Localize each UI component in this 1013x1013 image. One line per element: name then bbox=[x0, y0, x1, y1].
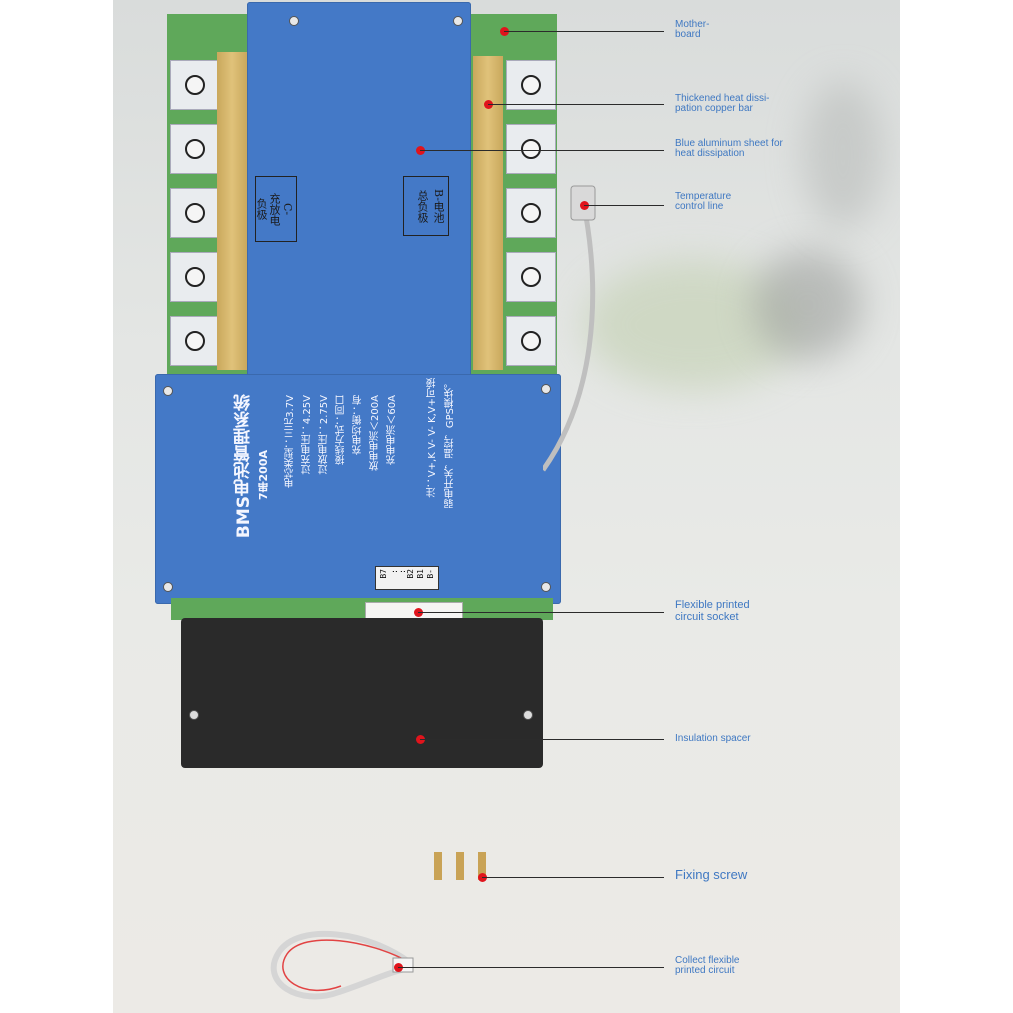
label-fixing-screw: Fixing screw bbox=[675, 867, 748, 882]
spec-line: 电芯类型：三元3.7V bbox=[285, 395, 296, 488]
spec-line: 放电电流＜200A bbox=[370, 395, 381, 471]
callout-line bbox=[398, 967, 664, 968]
label-insulation-spacer: Insulation spacer bbox=[675, 733, 751, 744]
note-line-1: 注：V+,K V- V- K,V+可接 bbox=[427, 378, 438, 498]
aluminum-sheet-lower bbox=[155, 374, 561, 604]
terminal-right-3 bbox=[506, 188, 556, 238]
terminal-left-3 bbox=[170, 188, 220, 238]
copper-bar-left bbox=[217, 52, 247, 370]
hole-icon bbox=[189, 710, 199, 720]
bms-subtitle: 7串200A bbox=[257, 450, 270, 501]
screw-icon bbox=[541, 582, 551, 592]
temperature-wire bbox=[543, 185, 596, 472]
terminal-left-4 bbox=[170, 252, 220, 302]
label-aluminum-sheet: Blue aluminum sheet for heat dissipation bbox=[675, 138, 783, 159]
spec-line: 过放电压：2.75V bbox=[319, 395, 330, 475]
left-stamp: C- 充放电 负极 bbox=[255, 176, 297, 242]
pin-label: B2 bbox=[406, 569, 415, 579]
spec-line: 接线方式：同口 bbox=[336, 395, 347, 465]
label-fpc-socket: Flexible printed circuit socket bbox=[675, 599, 750, 623]
terminal-right-4 bbox=[506, 252, 556, 302]
right-stamp: B-电池 总负极 bbox=[403, 176, 449, 236]
callout-line bbox=[504, 31, 664, 32]
callout-line bbox=[488, 104, 664, 105]
callout-line bbox=[420, 150, 664, 151]
screw-icon bbox=[541, 384, 551, 394]
terminal-left-2 bbox=[170, 124, 220, 174]
background-frame bbox=[753, 250, 863, 360]
terminal-left-5 bbox=[170, 316, 220, 366]
terminal-left-1 bbox=[170, 60, 220, 110]
bms-title: BMS电池管理系统 bbox=[234, 394, 254, 539]
label-motherboard: Mother- board bbox=[675, 19, 710, 40]
callout-line bbox=[584, 205, 664, 206]
background-frame-2 bbox=[803, 80, 883, 230]
spec-line: 过充电压：4.25V bbox=[302, 395, 313, 475]
callout-line bbox=[418, 612, 664, 613]
screw-icon bbox=[289, 16, 299, 26]
spec-line: 充电电流＜60A bbox=[387, 395, 398, 465]
terminal-right-2 bbox=[506, 124, 556, 174]
note-line-2: 弱电开关，温控，GPS模块。 bbox=[445, 378, 456, 509]
spec-line: 充电均衡：有 bbox=[353, 395, 364, 455]
product-image: C- 充放电 负极 B-电池 总负极 BMS电池管理系统 7串200A 电芯类型… bbox=[113, 0, 900, 1013]
collect-fpc-cable bbox=[270, 930, 414, 1000]
hole-icon bbox=[523, 710, 533, 720]
terminal-right-5 bbox=[506, 316, 556, 366]
pin-label: B7 bbox=[379, 569, 388, 579]
spec-list: 电芯类型：三元3.7V 过充电压：4.25V 过放电压：2.75V 接线方式：同… bbox=[283, 395, 403, 570]
callout-line bbox=[482, 877, 664, 878]
pcb-bottom-strip bbox=[171, 598, 553, 620]
terminal-right-1 bbox=[506, 60, 556, 110]
insulation-spacer bbox=[181, 618, 543, 768]
screw-icon bbox=[163, 386, 173, 396]
pin-label-strip: B7 : : B2 B1 B- bbox=[375, 566, 439, 590]
label-collect-fpc: Collect flexible printed circuit bbox=[675, 955, 740, 976]
screw-icon bbox=[453, 16, 463, 26]
pin-label: B- bbox=[426, 569, 435, 579]
pin-label: B1 bbox=[416, 569, 425, 579]
label-temperature-line: Temperature control line bbox=[675, 191, 732, 212]
fixing-screw-set bbox=[434, 852, 486, 880]
callout-line bbox=[420, 739, 664, 740]
screw-icon bbox=[163, 582, 173, 592]
aluminum-sheet-upper bbox=[247, 2, 471, 377]
label-copper-bar: Thickened heat dissi- pation copper bar bbox=[675, 93, 770, 114]
